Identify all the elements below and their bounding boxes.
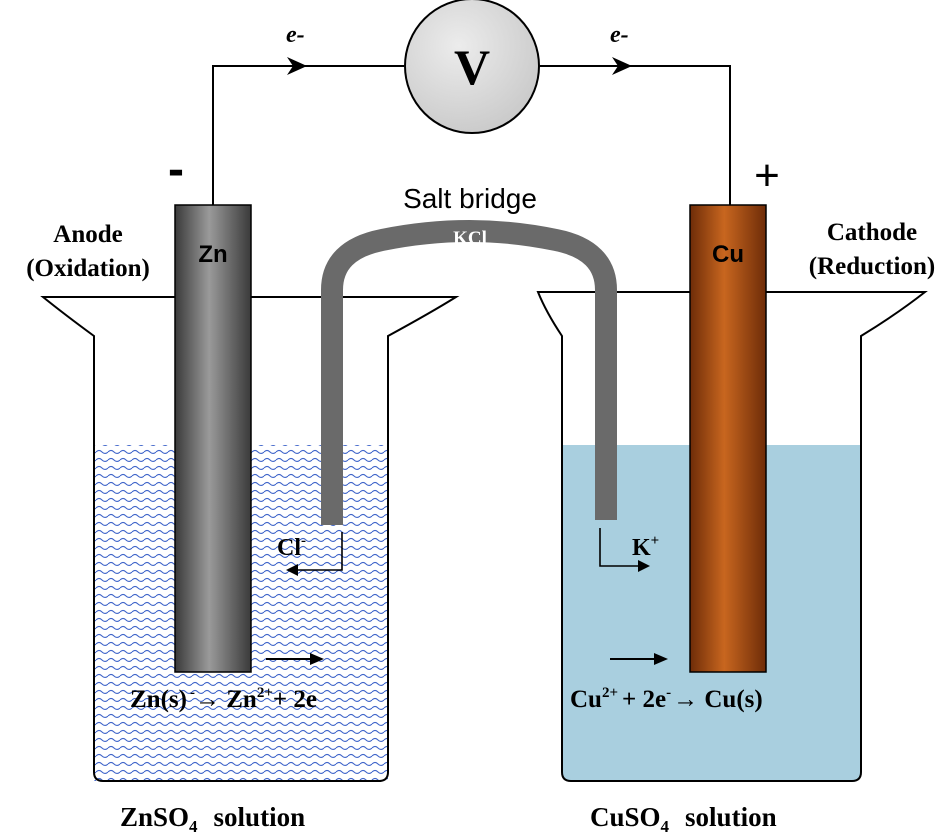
left-reaction-arrowhead-icon: [310, 653, 324, 665]
electron-label-right: e-: [610, 22, 629, 48]
voltmeter-symbol: V: [454, 39, 490, 95]
electron-flow-arrow-left-icon: [287, 57, 307, 75]
chloride-ion-label: Cl-: [277, 533, 306, 561]
anode-half-reaction: Zn(s)-→ Zn2++ 2e: [130, 685, 317, 713]
cathode-half-reaction: Cu2++ 2e-→ Cu(s): [570, 685, 763, 713]
external-wire-left: [212, 65, 404, 205]
voltmeter: [404, 0, 540, 134]
zinc-electrode: [174, 204, 252, 673]
cathode-sign: +: [754, 151, 780, 200]
chloride-migration-path: [296, 532, 343, 571]
salt-bridge: [321, 220, 617, 525]
potassium-arrow-icon: [638, 560, 650, 572]
zinc-symbol: Zn: [198, 241, 227, 268]
copper-electrode: [689, 204, 767, 673]
salt-bridge-label: Salt bridge: [403, 183, 537, 214]
electron-label-left: e-: [286, 22, 305, 48]
salt-bridge-electrolyte: KCl: [453, 228, 487, 249]
potassium-migration-path: [599, 528, 640, 567]
copper-symbol: Cu: [712, 241, 744, 268]
left-beaker: [40, 296, 460, 782]
anode-process: (Oxidation): [26, 255, 150, 282]
electron-flow-arrow-right-icon: [612, 57, 632, 75]
external-wire-right: [540, 65, 731, 205]
right-beaker: [536, 291, 928, 782]
chloride-arrow-icon: [286, 564, 298, 576]
anode-sign: -: [168, 143, 184, 196]
potassium-ion-label: K+: [632, 533, 659, 561]
anode-label: Anode: [53, 221, 122, 248]
cathode-process: (Reduction): [809, 253, 935, 280]
cathode-label: Cathode: [827, 219, 917, 246]
right-reaction-arrowhead-icon: [654, 653, 668, 665]
